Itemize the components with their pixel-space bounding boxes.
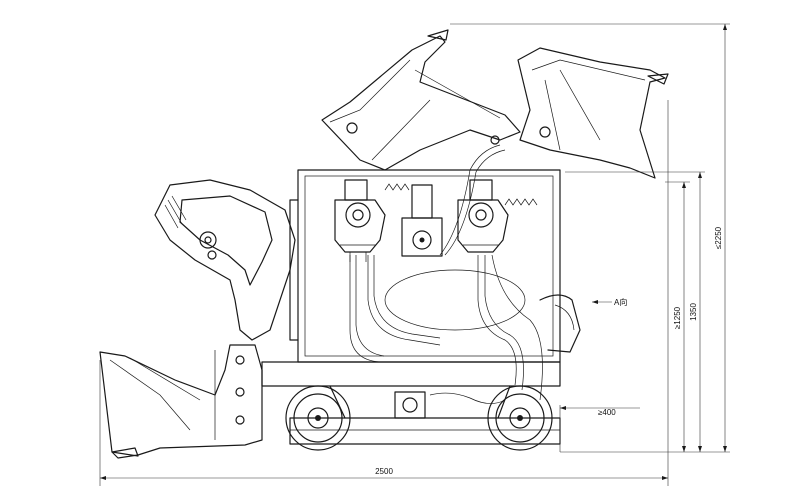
- valve-block-center: [401, 184, 443, 257]
- dimension-lines: [99, 23, 730, 486]
- return-springs: [384, 183, 538, 206]
- ground-bucket: [99, 344, 263, 459]
- dim-body-height: 1350: [689, 303, 698, 321]
- rear-wheel: [487, 385, 553, 451]
- raised-bucket: [321, 29, 669, 179]
- front-wheel: [285, 385, 351, 451]
- dim-dump-clearance: ≥1250: [673, 306, 682, 329]
- main-body: [289, 169, 581, 363]
- hydraulic-hoses: [349, 144, 543, 401]
- dim-ground-clearance: ≥400: [598, 408, 616, 417]
- dim-max-height: ≤2250: [714, 226, 723, 249]
- drive-unit: [394, 391, 506, 419]
- valve-block-right: [457, 179, 509, 253]
- undercarriage: [261, 361, 561, 445]
- dim-overall-length: 2500: [375, 467, 393, 476]
- boom-arm: [154, 179, 296, 341]
- view-arrow-label: A向: [614, 297, 627, 307]
- valve-block-left: [334, 179, 386, 262]
